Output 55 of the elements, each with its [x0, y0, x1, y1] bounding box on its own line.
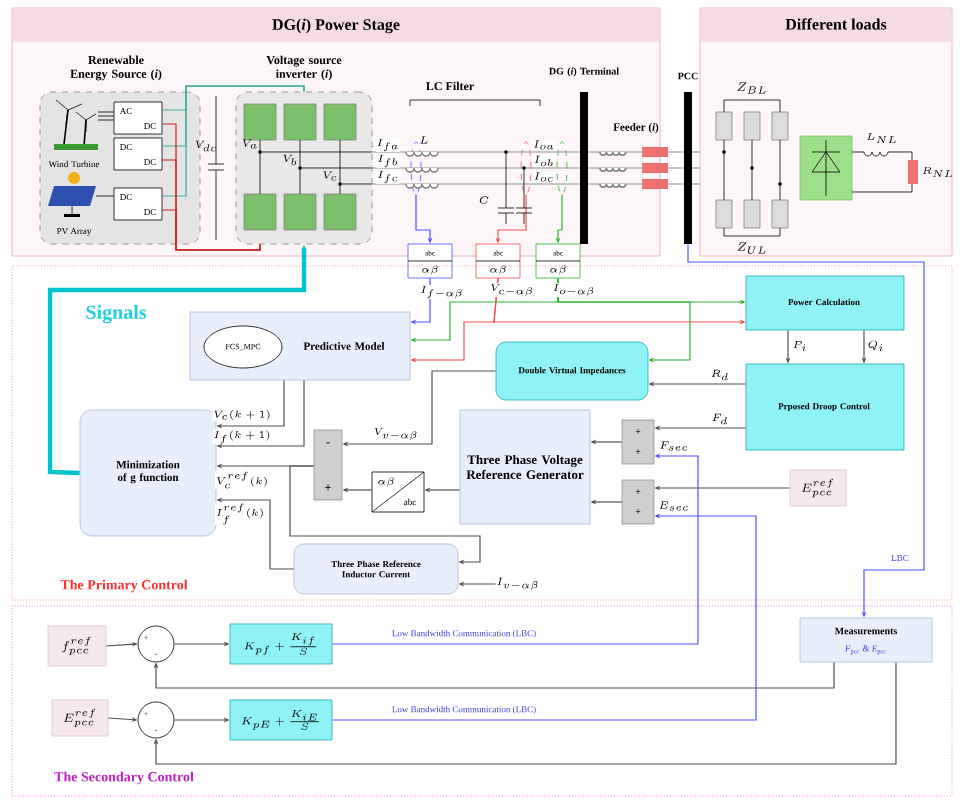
current-label: $I_{ob}$ [532, 155, 556, 167]
component-label: $C$ [479, 196, 489, 204]
component-label: $L$ [420, 136, 428, 144]
edge-label: $I_f(k+1)$ [212, 429, 272, 445]
edge-label: $V_c^{ref}(k)$ [214, 471, 270, 489]
arrow [153, 661, 897, 765]
current-sensor [556, 141, 568, 195]
current-label: $I_{oc}$ [532, 171, 556, 183]
edge-label: $I_{o-\alpha\beta}$ [551, 283, 597, 297]
edge-label: $V_{v-\alpha\beta}$ [372, 427, 420, 441]
power-line [371, 183, 581, 189]
component-label: $Z_{UL}$ [737, 242, 766, 254]
edge-label: $E_{sec}$ [657, 500, 691, 512]
power-line [371, 151, 581, 157]
edge-label: $V_c(k+1)$ [212, 409, 272, 421]
power-line [587, 147, 685, 157]
edge-label: $V_{c-\alpha\beta}$ [489, 283, 535, 297]
voltage-label: $V_{dc}$ [195, 140, 217, 152]
arrow [153, 661, 835, 689]
voltage-label: $V_a$ [242, 139, 257, 149]
section-title: Signals [86, 304, 147, 324]
connector [691, 167, 701, 169]
connector [691, 151, 701, 153]
voltage-label: $V_c$ [323, 171, 337, 181]
component-label: $L_{NL}$ [867, 132, 896, 144]
power-line [587, 163, 685, 173]
current-label: $I_{fa}$ [375, 138, 401, 152]
current-label: $I_{oa}$ [532, 139, 556, 151]
edge-label: $F_{sec}$ [658, 440, 690, 452]
controller-box: $K_{pf}+\frac{K_{if}}{S}$ [229, 623, 333, 665]
arrow [557, 277, 691, 363]
edge-label: $I_{v-\alpha\beta}$ [495, 577, 541, 591]
edge-label: $F_d$ [710, 413, 730, 425]
component-label: $R_{NL}$ [922, 166, 953, 178]
edge-label: $P_i$ [791, 340, 809, 352]
reference-box: $f_{pcc}^{ref}$ [47, 625, 107, 667]
connector [161, 85, 305, 197]
connector [691, 183, 701, 185]
reference-box: $E_{pcc}^{ref}$ [51, 699, 109, 737]
edge-label: $I_f^{ref}(k)$ [215, 502, 266, 526]
edge-label: $I_{f-\alpha\beta}$ [419, 285, 465, 299]
current-label: $I_{fb}$ [376, 154, 400, 168]
connector [161, 209, 261, 251]
arrow [289, 465, 481, 565]
reference-box: $E_{pcc}^{ref}$ [789, 469, 847, 507]
edge-label: $R_d$ [709, 369, 731, 381]
controller-box: $K_{pE}+\frac{K_{iE}}{S}$ [229, 699, 333, 741]
current-sensor [410, 141, 422, 195]
edge-label: $Q_i$ [866, 340, 886, 352]
current-sensor [520, 141, 532, 195]
power-line [371, 167, 581, 173]
power-line [587, 179, 685, 189]
current-label: $I_{fc}$ [376, 170, 400, 184]
component-label: $Z_{BL}$ [737, 82, 766, 94]
voltage-label: $V_b$ [283, 154, 297, 166]
